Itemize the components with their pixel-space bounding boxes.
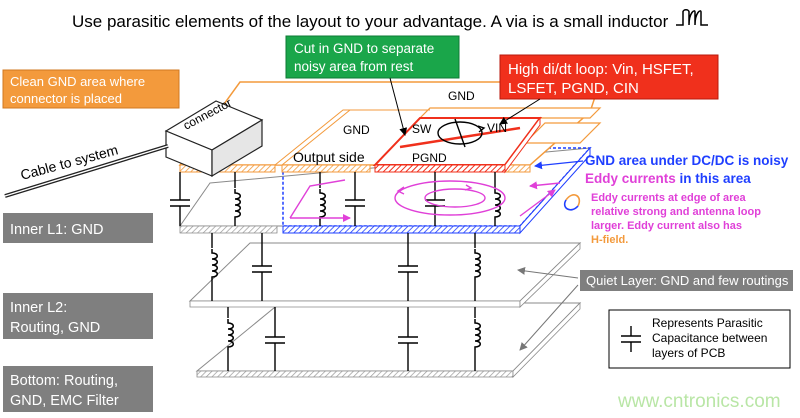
loop-line2: LSFET, PGND, CIN bbox=[508, 80, 639, 97]
eddy-edge-line3: larger. Eddy current also has bbox=[591, 220, 742, 232]
h-field-loop-icon bbox=[563, 194, 581, 211]
sw-label: SW bbox=[412, 122, 432, 136]
cable bbox=[4, 144, 169, 198]
gnd-noisy-part2: is noisy bbox=[738, 153, 789, 168]
inductor-icon bbox=[676, 9, 708, 26]
gnd-top-label: GND bbox=[448, 89, 475, 103]
legend-line1: Represents Parasitic bbox=[652, 316, 763, 330]
eddy-edge-note: Eddy currents at edge of area relative s… bbox=[591, 192, 761, 246]
eddy-part2: in this area bbox=[680, 171, 752, 186]
loop-arrow bbox=[499, 98, 541, 125]
high-didt-area bbox=[372, 116, 542, 174]
loop-line1: High di/dt loop: Vin, HSFET, bbox=[508, 61, 694, 78]
connector-block bbox=[164, 100, 264, 178]
pgnd-label: PGND bbox=[412, 151, 447, 165]
legend-line2: Capacitance between bbox=[652, 331, 767, 345]
cut-gnd-line1: Cut in GND to separate bbox=[294, 41, 434, 56]
quiet-layer-text: Quiet Layer: GND and few routings bbox=[586, 273, 789, 288]
page-title: Use parasitic elements of the layout to … bbox=[72, 12, 669, 31]
gnd-noisy-arrow bbox=[534, 160, 584, 170]
col-l2-bottom-parasitics bbox=[227, 307, 481, 371]
layer-label-bottom: Bottom: Routing, GND, EMC Filter bbox=[3, 366, 153, 412]
inner-l2-plane bbox=[188, 242, 582, 308]
bottom-line2: GND, EMC Filter bbox=[10, 393, 119, 409]
clean-gnd-line2: connector is placed bbox=[10, 91, 122, 106]
cut-gnd-line2: noisy area from rest bbox=[294, 59, 414, 74]
eddy-edge-line1: Eddy currents at edge of area bbox=[591, 192, 747, 204]
quiet-arrow-2 bbox=[519, 284, 579, 351]
eddy-edge-line2: relative strong and antenna loop bbox=[591, 206, 761, 218]
vin-label: VIN bbox=[487, 121, 507, 135]
eddy-text: Eddy currents in this area bbox=[585, 171, 751, 186]
eddy-part1: Eddy currents bbox=[585, 171, 680, 186]
legend-line3: layers of PCB bbox=[652, 346, 725, 360]
bottom-line1: Bottom: Routing, bbox=[10, 373, 118, 389]
col-1-parasitics bbox=[169, 172, 241, 226]
inner-l2-line1: Inner L2: bbox=[10, 300, 67, 316]
watermark: www.cntronics.com bbox=[617, 391, 781, 412]
loop-callout: High di/dt loop: Vin, HSFET, LSFET, PGND… bbox=[499, 54, 719, 100]
inner-l1-text: Inner L1: GND bbox=[10, 222, 104, 238]
layer-label-inner-l2: Inner L2: Routing, GND bbox=[3, 293, 153, 339]
layer-label-inner-l1: Inner L1: GND bbox=[3, 213, 153, 243]
gnd-mid-label: GND bbox=[343, 123, 370, 137]
clean-gnd-callout: Clean GND area where connector is placed bbox=[2, 69, 180, 109]
gnd-noisy-part1: GND area under DC/DC bbox=[585, 153, 738, 168]
eddy-current-loops bbox=[289, 179, 561, 218]
current-loop-icon bbox=[437, 118, 486, 148]
quiet-arrow-1 bbox=[517, 266, 579, 279]
inner-l2-line2: Routing, GND bbox=[10, 320, 100, 336]
clean-gnd-line1: Clean GND area where bbox=[10, 74, 145, 89]
gnd-noisy-text: GND area under DC/DC is noisy bbox=[585, 153, 789, 168]
eddy-edge-line4: H-field. bbox=[591, 234, 628, 246]
cut-gnd-callout: Cut in GND to separate noisy area from r… bbox=[285, 35, 460, 79]
col-l1-l2-parasitics bbox=[211, 233, 481, 301]
quiet-layer-callout: Quiet Layer: GND and few routings bbox=[580, 270, 793, 291]
legend-box: Represents Parasitic Capacitance between… bbox=[608, 309, 791, 369]
output-side-label: Output side bbox=[293, 149, 365, 165]
bottom-layer-plane bbox=[195, 302, 582, 378]
cut-gnd-arrow bbox=[389, 77, 408, 136]
